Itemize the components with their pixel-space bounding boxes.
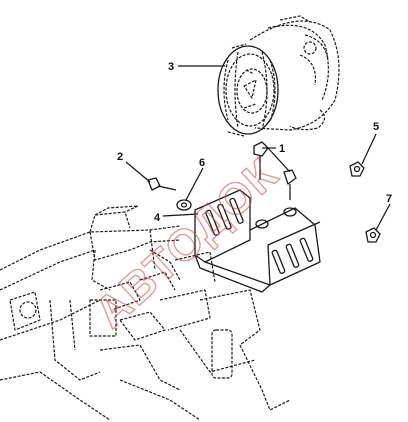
engine-frame-illustration	[0, 205, 291, 421]
callout-7: 7	[386, 193, 392, 205]
bolt-2-illustration	[147, 177, 177, 191]
nut-7-illustration	[365, 227, 381, 243]
callout-6: 6	[199, 157, 205, 169]
callout-3: 3	[168, 61, 174, 73]
callout-5: 5	[373, 121, 379, 133]
nut-5-illustration	[349, 161, 365, 177]
watermark-text: АВТОДОК	[86, 149, 288, 338]
compressor-illustration	[217, 15, 340, 137]
washer-6-illustration	[176, 199, 192, 211]
bolt-1-illustration	[253, 141, 269, 180]
callout-2: 2	[117, 151, 123, 163]
leader-lines	[125, 65, 391, 231]
callout-1: 1	[279, 143, 285, 155]
mounting-bracket-illustration	[194, 189, 321, 293]
callout-4: 4	[154, 212, 161, 224]
